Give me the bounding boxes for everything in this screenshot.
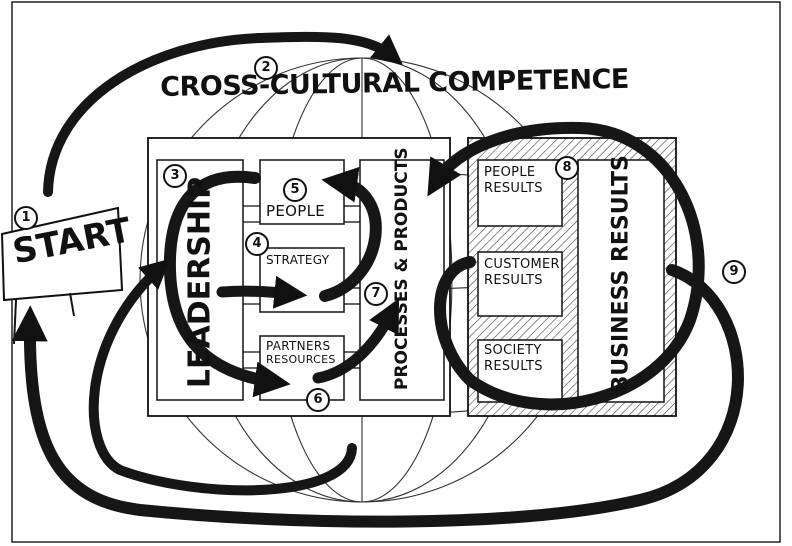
step-number-8: 8 [555, 156, 579, 180]
people-results-line2: RESULTS [484, 181, 543, 196]
people-label: PEOPLE [266, 202, 326, 220]
business-results-box [577, 159, 665, 403]
customer-results-box [477, 251, 563, 317]
step-number-9: 9 [722, 260, 746, 284]
customer-results-line2: RESULTS [484, 273, 543, 288]
arrow-into-strategy [216, 275, 308, 309]
partners-label-line1: PARTNERS [266, 339, 331, 353]
leadership-label: LEADERSHIP [182, 176, 218, 389]
step-number-3: 3 [163, 164, 187, 188]
business-results-label: BUSINESS RESULTS [608, 155, 634, 393]
society-results-line1: SOCIETY [484, 343, 542, 358]
strategy-label: STRATEGY [266, 253, 330, 267]
step-number-6: 6 [306, 388, 330, 412]
step-number-5: 5 [283, 178, 307, 202]
arrow-start-to-competence [43, 31, 403, 197]
step-number-2: 2 [254, 56, 278, 80]
leadership-box [156, 159, 244, 401]
arrow-return-loop [11, 264, 744, 528]
society-results-line2: RESULTS [484, 359, 543, 374]
people-results-box [477, 159, 563, 227]
arrow-results-loop [427, 121, 705, 411]
partners-label-line2: RESOURCES [266, 353, 336, 366]
customer-results-line1: CUSTOMER [484, 257, 560, 272]
step-number-7: 7 [364, 282, 388, 306]
arrow-people-loop [319, 166, 382, 302]
flow-arrows [11, 31, 744, 528]
step-number-4: 4 [245, 232, 269, 256]
step-number-1: 1 [14, 206, 38, 230]
processes-label: PROCESSES & PRODUCTS [392, 147, 412, 390]
people-results-line1: PEOPLE [484, 165, 536, 180]
arrow-leadership-loop [163, 170, 291, 398]
arrow-inner-return [88, 258, 357, 496]
arrow-partners-to-processes [312, 298, 400, 384]
